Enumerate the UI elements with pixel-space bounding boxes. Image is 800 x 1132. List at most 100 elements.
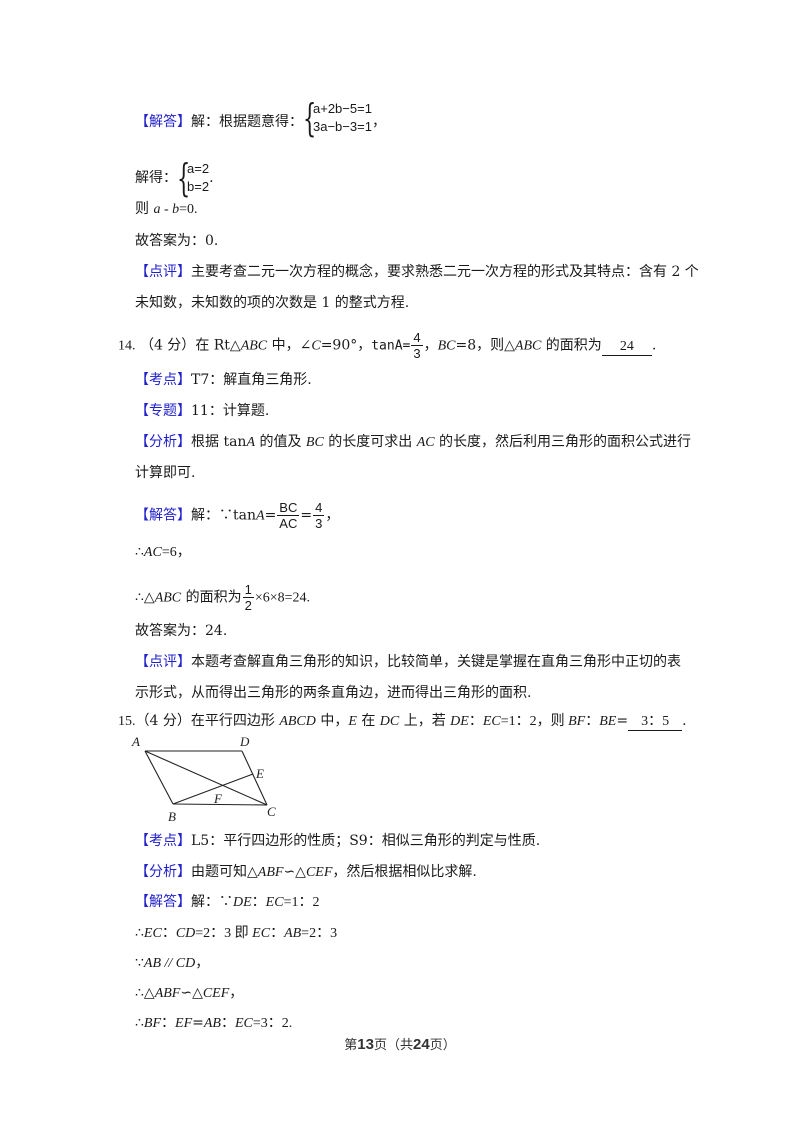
math-var: ABF <box>154 986 181 1001</box>
math-expr: a - b <box>153 202 180 217</box>
math-var: ABCD <box>279 714 316 729</box>
answer-tag: 【解答】 <box>135 114 191 130</box>
punct: ， <box>371 114 386 130</box>
question-number: 14. <box>118 338 136 354</box>
math-var: EC <box>482 714 501 729</box>
question-score: （4 分） <box>139 337 196 354</box>
because-symbol: ∵ <box>135 955 144 971</box>
total-pages: 24 <box>413 1036 430 1053</box>
text: =1：2，则 <box>500 714 569 729</box>
q14-kaodian: 【考点】T7：解直角三角形. <box>135 370 312 390</box>
denominator: 3 <box>315 516 323 531</box>
parallelogram-figure: A D E F B C <box>131 734 276 823</box>
text: ： <box>585 713 600 729</box>
q14-fenxi-line2: 计算即可. <box>135 463 195 483</box>
similar-symbol: ∽△ <box>180 985 203 1001</box>
comment-text: 本题考查解直角三角形的知识，比较简单，关键是掌握在直角三角形中正切的表 <box>191 654 681 670</box>
footer-text: 页（共 <box>373 1038 413 1053</box>
q14-step2: ∴AC=6， <box>135 542 191 563</box>
page-footer: 第13页（共24页） <box>0 1034 800 1053</box>
text: 中，∠ <box>267 337 312 354</box>
text: =2：3 <box>301 926 338 941</box>
punct: . <box>209 170 214 186</box>
text: = <box>264 507 277 524</box>
tan-label: tanA= <box>371 338 411 354</box>
q13-final-line: 故答案为：0. <box>135 231 218 251</box>
text: 根据 tan <box>191 434 247 450</box>
page-number: 13 <box>357 1036 374 1053</box>
text: = <box>192 1015 204 1031</box>
equation-row: a=2 <box>187 161 210 176</box>
answer-tag: 【解答】 <box>135 894 191 910</box>
math-var: BC <box>305 435 324 450</box>
numerator: BC <box>277 500 300 516</box>
text: =2：3 即 <box>195 926 253 941</box>
text: 的面积为 <box>181 589 242 606</box>
text: ， <box>423 337 438 354</box>
therefore-symbol: ∴△ <box>135 985 155 1001</box>
question-number: 15. <box>118 714 136 729</box>
q15-answer-line1: 【解答】解：∵DE：EC=1：2 <box>135 892 319 913</box>
text: 的值及 <box>255 434 306 450</box>
math-var: ABC <box>154 590 182 606</box>
text: ： <box>220 1015 235 1031</box>
math-var: EC <box>143 926 162 941</box>
text: ×6×8=24. <box>254 590 311 606</box>
text: =3：2. <box>252 1016 293 1031</box>
math-var: AB <box>284 926 302 941</box>
denominator: 3 <box>413 346 421 361</box>
text: 中， <box>315 713 349 729</box>
question-score: （4 分） <box>135 713 191 729</box>
q14-comment-line1: 【点评】本题考查解直角三角形的知识，比较简单，关键是掌握在直角三角形中正切的表 <box>135 652 681 672</box>
q14-comment-line2: 示形式，从而得出三角形的两条直角边，进而得出三角形的面积. <box>135 683 531 703</box>
math-var: DE <box>233 895 252 910</box>
math-var: BF <box>568 714 586 729</box>
math-var: CEF <box>305 865 333 880</box>
label-E: E <box>255 766 264 781</box>
equation-row: 3a−b−3=1 <box>313 119 372 134</box>
numerator: 4 <box>411 330 423 346</box>
numerator: 4 <box>313 500 325 516</box>
fenxi-tag: 【分析】 <box>135 864 191 880</box>
edge-BC <box>172 803 268 806</box>
q15-kaodian: 【考点】L5：平行四边形的性质；S9：相似三角形的判定与性质. <box>135 831 540 851</box>
footer-text: 第 <box>344 1038 358 1053</box>
therefore-symbol: ∴ <box>135 1015 144 1031</box>
therefore-symbol: ∴ <box>135 544 144 560</box>
q15-stem: 15.（4 分）在平行四边形 ABCD 中，E 在 DC 上，若 DE：EC=1… <box>118 711 687 732</box>
q14-zhuanti: 【专题】11：计算题. <box>135 401 269 421</box>
q15-answer-line2: ∴EC：CD=2：3 即 EC：AB=2：3 <box>135 923 337 944</box>
diagonal-AC <box>144 750 268 806</box>
math-var: C <box>311 338 321 354</box>
similar-symbol: ∽△ <box>283 864 306 880</box>
math-var: BF <box>143 1016 162 1031</box>
math-var: ABF <box>257 865 284 880</box>
math-var: ABC <box>514 338 542 354</box>
q15-answer-line5: ∴BF：EF=AB：EC=3：2. <box>135 1013 292 1034</box>
fenxi-tag: 【分析】 <box>135 434 191 450</box>
text: = <box>616 713 629 729</box>
q15-answer-line3: ∵AB // CD， <box>135 953 209 974</box>
label-A: A <box>131 734 140 749</box>
therefore-symbol: ∴△ <box>135 589 155 606</box>
brace-icon: { <box>177 156 191 200</box>
text: 在 Rt△ <box>195 337 241 354</box>
denominator: 2 <box>244 598 252 613</box>
label-F: F <box>213 791 223 806</box>
text: 在平行四边形 <box>190 713 280 729</box>
final-answer: 故答案为：0. <box>135 233 219 249</box>
math-var: A <box>246 435 256 450</box>
math-var: BE <box>599 714 617 729</box>
punct: . <box>651 337 657 354</box>
brace-icon: { <box>303 96 317 140</box>
equation-row: b=2 <box>187 179 210 194</box>
text: =90°， <box>320 337 372 354</box>
text: 解：∵ <box>191 894 233 910</box>
footer-text: 页） <box>429 1038 456 1053</box>
q15-fenxi: 【分析】由题可知△ABF∽△CEF，然后根据相似比求解. <box>135 862 477 883</box>
punct: ， <box>325 507 340 524</box>
